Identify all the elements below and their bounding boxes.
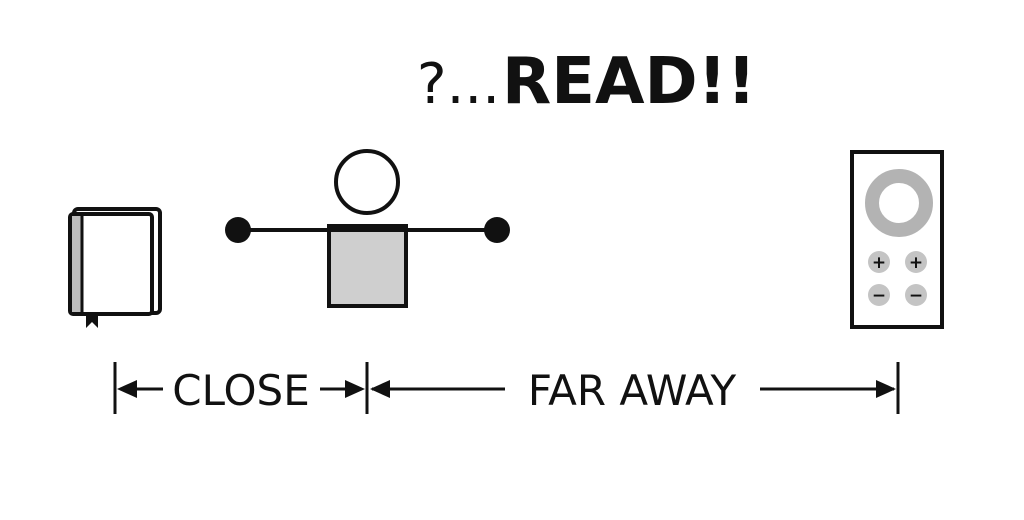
close-dimension: CLOSE: [113, 362, 369, 415]
person-icon: [225, 149, 510, 308]
person-left-hand: [225, 217, 251, 243]
arrow-left-icon: [370, 380, 390, 398]
person-body: [327, 224, 408, 308]
title-prefix: ?...: [417, 52, 500, 117]
remote-plus-button-right: +: [905, 251, 927, 273]
minus-icon: −: [909, 286, 923, 306]
minus-icon: −: [872, 286, 886, 306]
person-head: [334, 149, 400, 215]
remote-minus-button-left: −: [868, 284, 890, 306]
book-icon: [68, 207, 162, 328]
far-away-dimension: FAR AWAY: [370, 362, 900, 415]
plus-icon: +: [909, 253, 923, 273]
arrow-right-icon: [876, 380, 896, 398]
title-emphasis: READ!!: [502, 45, 756, 119]
arrow-left-icon: [117, 380, 137, 398]
remote-dial-ring: [865, 169, 933, 237]
far-away-label: FAR AWAY: [528, 366, 737, 415]
close-label: CLOSE: [172, 366, 309, 415]
plus-icon: +: [872, 253, 886, 273]
remote-control-icon: + + − −: [850, 150, 944, 329]
remote-minus-button-right: −: [905, 284, 927, 306]
remote-plus-button-left: +: [868, 251, 890, 273]
arrow-right-icon: [345, 380, 365, 398]
person-right-hand: [484, 217, 510, 243]
